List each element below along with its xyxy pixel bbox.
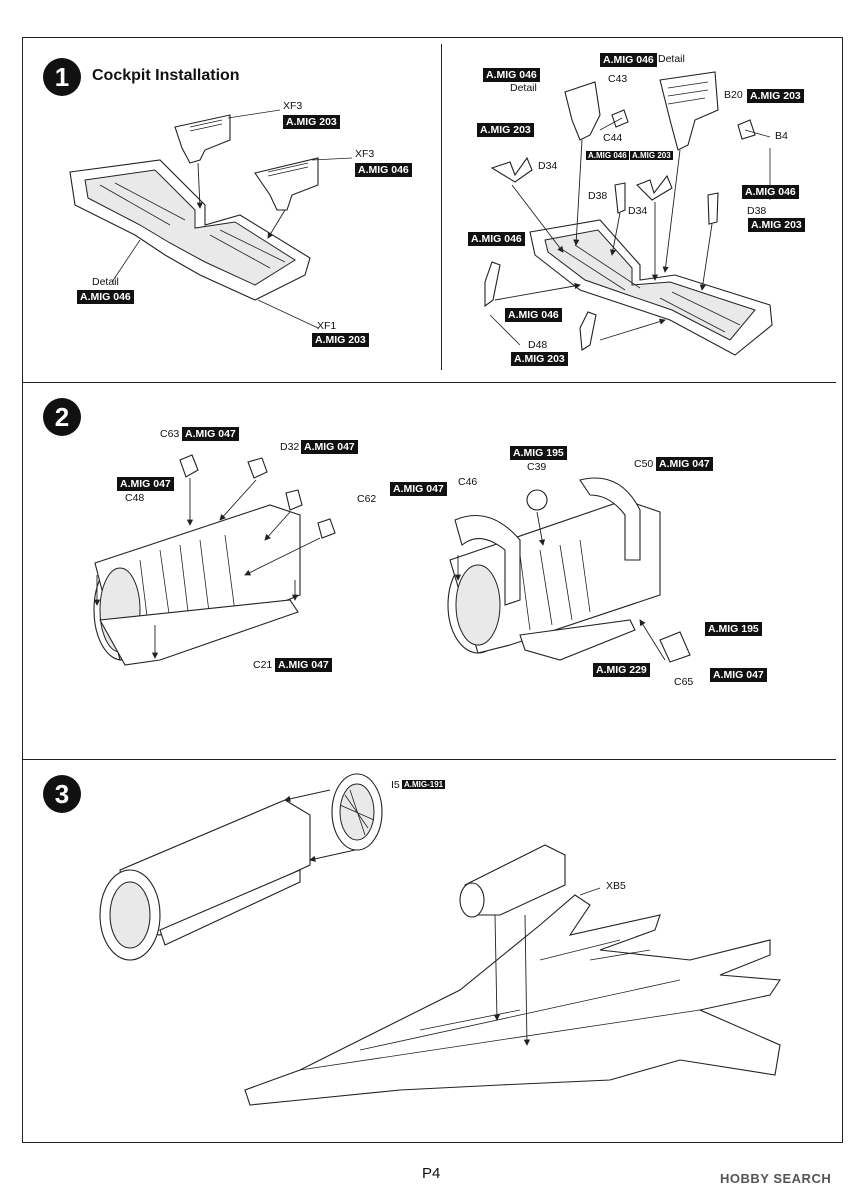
- instruction-frame: [22, 37, 843, 1143]
- cockpit-tub-right: [484, 71, 773, 356]
- engine-assembly-right: [447, 477, 691, 663]
- part-label-c39: C39: [527, 461, 547, 473]
- engine-assembly-left: [93, 454, 336, 666]
- fuselage-lower-half: [244, 844, 781, 1106]
- paint-tag: A.MIG 046: [505, 308, 562, 322]
- paint-tag: A.MIG 203: [477, 123, 534, 137]
- part-label-c44: C44: [603, 132, 623, 144]
- paint-tag: A.MIG 047: [390, 482, 447, 496]
- detail-label: Detail: [658, 53, 685, 65]
- paint-tag: A.MIG 046: [355, 163, 412, 177]
- paint-tag: A.MIG 047: [275, 658, 332, 672]
- step-number-3: 3: [43, 775, 81, 813]
- part-label-d34: D34: [538, 160, 558, 172]
- paint-tag: A.MIG 046: [742, 185, 799, 199]
- watermark: HOBBY SEARCH: [720, 1171, 832, 1186]
- part-label-d48: D48: [528, 339, 548, 351]
- part-label-c48: C48: [125, 492, 145, 504]
- part-label-xf3: XF3: [355, 148, 375, 160]
- paint-tag: A.MIG 046: [77, 290, 134, 304]
- step-divider-1: [22, 382, 836, 383]
- step-title-1: Cockpit Installation: [92, 67, 240, 84]
- paint-tag: A.MIG 046: [483, 68, 540, 82]
- part-label-c62: C62: [357, 493, 377, 505]
- paint-tag: A.MIG 195: [705, 622, 762, 636]
- step-number-2: 2: [43, 398, 81, 436]
- part-label-c46: C46: [458, 476, 478, 488]
- paint-tag: A.MIG 203: [511, 352, 568, 366]
- part-label-c43: C43: [608, 73, 628, 85]
- part-label-d32: D32: [280, 441, 300, 453]
- part-label-b20: B20: [724, 89, 743, 101]
- exhaust-assembly: [99, 773, 383, 961]
- detail-label: Detail: [92, 276, 119, 288]
- part-label-c65: C65: [674, 676, 694, 688]
- detail-label: Detail: [510, 82, 537, 94]
- paint-tag: A.MIG 203: [312, 333, 369, 347]
- part-label-d34: D34: [628, 205, 648, 217]
- paint-tag: A.MIG 195: [510, 446, 567, 460]
- paint-tag: A.MIG-191: [402, 780, 446, 789]
- paint-tag: A.MIG 046: [468, 232, 525, 246]
- part-label-c63: C63: [160, 428, 180, 440]
- part-label-xf3: XF3: [283, 100, 303, 112]
- part-label-c21: C21: [253, 659, 273, 671]
- paint-tag: A.MIG 047: [182, 427, 239, 441]
- cockpit-tub-left: [69, 109, 353, 329]
- part-label-i5: I5: [391, 779, 400, 791]
- paint-tag: A.MIG 047: [656, 457, 713, 471]
- paint-tag: A.MIG 229: [593, 663, 650, 677]
- step1-divider: [441, 44, 442, 370]
- paint-tag: A.MIG 047: [117, 477, 174, 491]
- paint-tag: A.MIG 203: [283, 115, 340, 129]
- part-label-d38: D38: [747, 205, 767, 217]
- part-label-c50: C50: [634, 458, 654, 470]
- paint-tag: A.MIG 047: [301, 440, 358, 454]
- step-divider-2: [22, 759, 836, 760]
- part-label-d38: D38: [588, 190, 608, 202]
- paint-tag: A.MIG 203: [748, 218, 805, 232]
- paint-tag: A.MIG 047: [710, 668, 767, 682]
- part-label-xb5: XB5: [606, 880, 626, 892]
- part-label-b4: B4: [775, 130, 788, 142]
- page-number: P4: [422, 1165, 441, 1182]
- paint-tag: A.MIG 046: [600, 53, 657, 67]
- paint-tag: A.MIG 203: [630, 151, 673, 160]
- paint-tag: A.MIG 203: [747, 89, 804, 103]
- step-number-1: 1: [43, 58, 81, 96]
- paint-tag: A.MIG 046: [586, 151, 629, 160]
- part-label-xf1: XF1: [317, 320, 337, 332]
